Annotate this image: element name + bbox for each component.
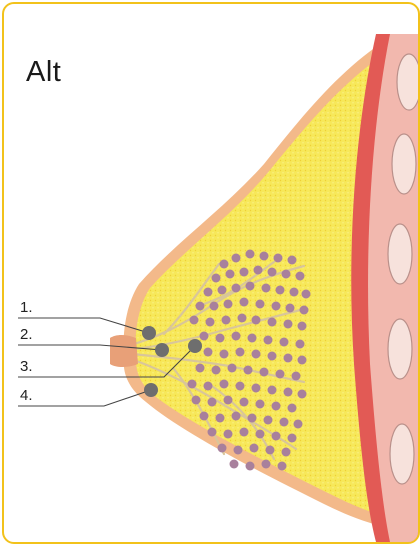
marker-3	[188, 339, 202, 353]
label-2: 2.	[20, 327, 33, 342]
breast-anatomy-illustration	[4, 4, 418, 542]
label-3: 3.	[20, 359, 33, 374]
marker-1	[142, 326, 156, 340]
leader-line-4	[18, 390, 151, 406]
marker-2	[155, 343, 169, 357]
nipple	[110, 335, 138, 367]
label-1: 1.	[20, 300, 33, 315]
label-4: 4.	[20, 388, 33, 403]
marker-4	[144, 383, 158, 397]
diagram-title: Alt	[26, 56, 61, 89]
